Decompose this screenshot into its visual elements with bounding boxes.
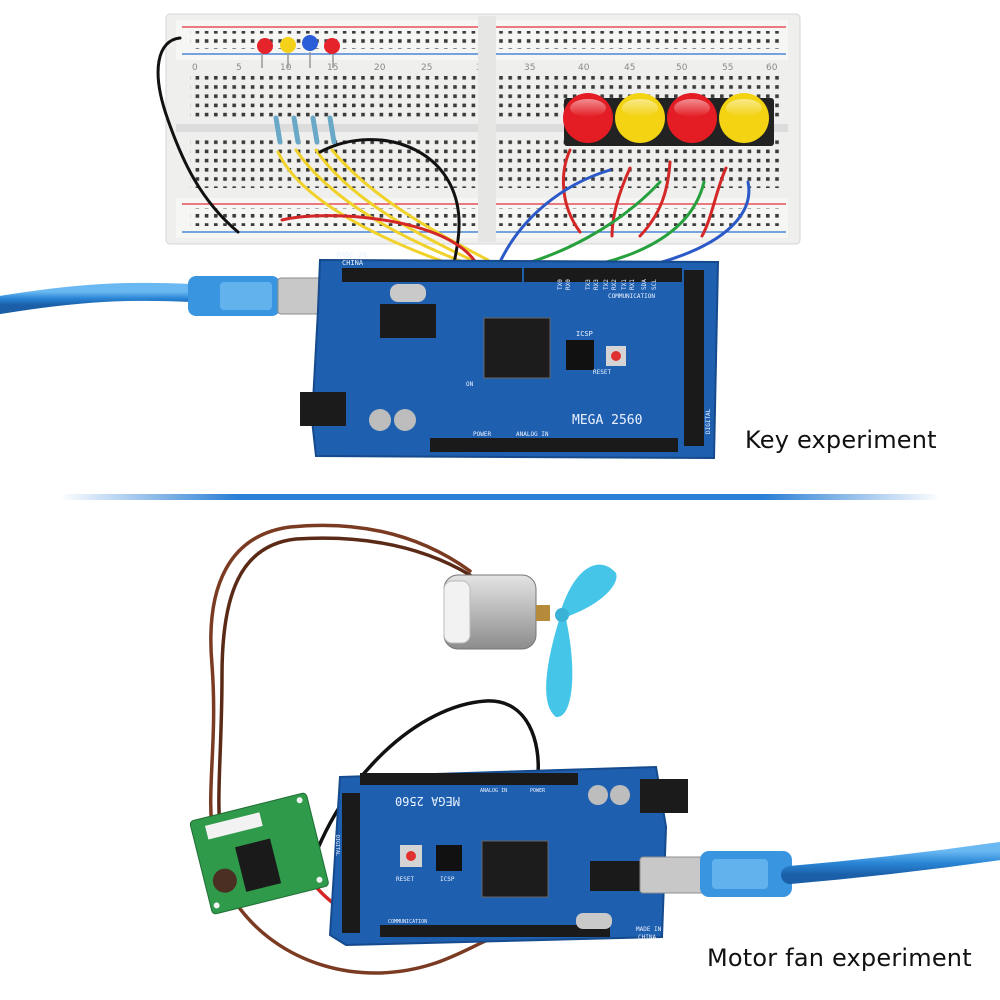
led-red-1 bbox=[257, 38, 273, 68]
communication-label-2: COMMUNICATION bbox=[388, 919, 427, 925]
button-red-1 bbox=[563, 93, 613, 143]
button-yellow-2 bbox=[719, 93, 769, 143]
push-buttons bbox=[563, 93, 774, 146]
arduino-mega-board-2: MEGA 2560 MADE IN CHINA ICSP RESET COMMU… bbox=[328, 765, 688, 947]
motor-fan-experiment-caption: Motor fan experiment bbox=[707, 944, 972, 972]
communication-label: COMMUNICATION bbox=[608, 293, 655, 300]
pin-label: SDA bbox=[641, 279, 648, 290]
pin-label: TX1 bbox=[621, 279, 628, 290]
board-model-label: MEGA 2560 bbox=[572, 413, 642, 428]
digital-label-2: DIGITAL bbox=[334, 835, 340, 856]
china-label-2: CHINA bbox=[638, 934, 656, 941]
pin-label: SCL bbox=[651, 279, 658, 290]
svg-text:20: 20 bbox=[374, 63, 386, 73]
icsp-label-2: ICSP bbox=[440, 876, 455, 883]
led-red-2 bbox=[324, 38, 340, 68]
board-model-label-2: MEGA 2560 bbox=[395, 794, 460, 808]
svg-text:50: 50 bbox=[676, 63, 688, 73]
dc-motor bbox=[443, 574, 550, 650]
digital-label: DIGITAL bbox=[705, 408, 712, 434]
pin-label: RX1 bbox=[629, 279, 636, 290]
pin-label: RX2 bbox=[611, 279, 618, 290]
svg-text:0: 0 bbox=[192, 63, 198, 73]
motor-driver-module bbox=[189, 792, 329, 915]
usb-cable bbox=[0, 276, 349, 316]
analog-in-label: ANALOG IN bbox=[516, 431, 549, 438]
pin-labels: TX0 RX0 TX3 RX3 TX2 RX2 TX1 RX1 SDA SCL bbox=[557, 279, 658, 290]
svg-text:5: 5 bbox=[236, 63, 242, 73]
icsp-label: ICSP bbox=[576, 330, 593, 338]
led-blue bbox=[302, 35, 318, 68]
led-row bbox=[257, 35, 340, 68]
button-red-2 bbox=[667, 93, 717, 143]
motor-fan-experiment-photo: MEGA 2560 MADE IN CHINA ICSP RESET COMMU… bbox=[189, 523, 1000, 975]
analog-in-label-2: ANALOG IN bbox=[480, 788, 507, 794]
reset-label-2: RESET bbox=[396, 876, 414, 883]
reset-label: RESET bbox=[593, 369, 611, 376]
china-label: CHINA bbox=[342, 259, 364, 267]
power-label: POWER bbox=[473, 431, 491, 438]
section-divider bbox=[60, 494, 940, 500]
motor-fan-experiment-panel: MEGA 2560 MADE IN CHINA ICSP RESET COMMU… bbox=[0, 505, 1000, 1000]
led-yellow bbox=[280, 37, 296, 68]
svg-text:40: 40 bbox=[578, 63, 590, 73]
made-in-label: MADE IN bbox=[337, 251, 367, 259]
svg-text:10: 10 bbox=[280, 63, 292, 73]
svg-text:55: 55 bbox=[722, 63, 733, 73]
pin-label: RX3 bbox=[593, 279, 600, 290]
on-label: ON bbox=[466, 381, 474, 388]
svg-text:45: 45 bbox=[624, 63, 635, 73]
fan-propeller bbox=[546, 564, 617, 718]
made-in-label-2: MADE IN bbox=[636, 926, 662, 933]
pin-label: TX3 bbox=[585, 279, 592, 290]
pin-label: RX0 bbox=[565, 279, 572, 290]
key-experiment-caption: Key experiment bbox=[745, 426, 937, 454]
arduino-mega-board: MEGA 2560 MADE IN CHINA ICSP RESET COMMU… bbox=[300, 251, 720, 460]
svg-text:35: 35 bbox=[524, 63, 535, 73]
pin-label: TX0 bbox=[557, 279, 564, 290]
usb-cable-2 bbox=[639, 842, 1000, 897]
resistors bbox=[273, 115, 337, 145]
svg-text:25: 25 bbox=[421, 63, 432, 73]
pin-label: TX2 bbox=[603, 279, 610, 290]
svg-text:60: 60 bbox=[766, 63, 778, 73]
power-label-2: POWER bbox=[530, 788, 546, 794]
button-yellow-1 bbox=[615, 93, 665, 143]
